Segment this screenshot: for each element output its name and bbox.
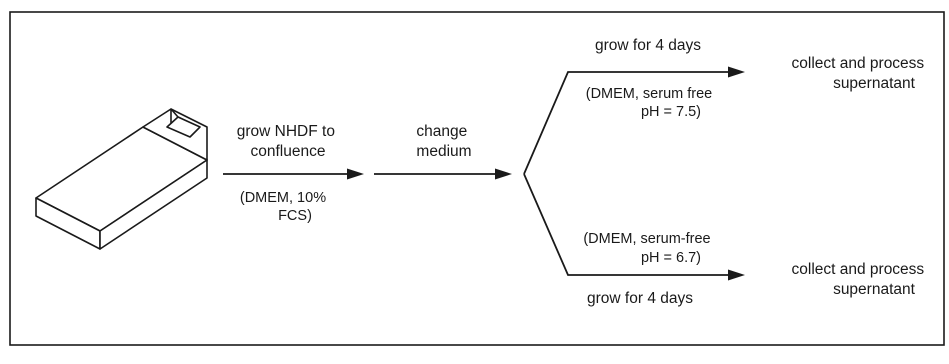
step1-note: (DMEM, 10% FCS) [240,190,330,224]
lower-branch-arrow [523,173,745,281]
lower-branch-result-line-1: collect and process [792,261,925,278]
lower-branch-note-line-2: pH = 6.7) [641,250,701,266]
step1-label: grow NHDF to confluence [237,123,340,160]
step2-label: change medium [416,123,471,160]
upper-branch-result: collect and process supernatant [792,55,929,92]
culture-flask-icon [35,108,208,250]
lower-branch-result: collect and process supernatant [792,261,929,298]
step1-note-line-2: FCS) [278,208,312,224]
lower-branch-result-line-2: supernatant [833,281,916,298]
upper-branch-note: (DMEM, serum free pH = 7.5) [586,86,717,120]
step1-note-line-1: (DMEM, 10% [240,190,326,206]
upper-branch-note-line-2: pH = 7.5) [641,104,701,120]
upper-branch-arrow [523,66,745,175]
step2-label-line-2: medium [416,143,471,160]
lower-branch-note: (DMEM, serum-free pH = 6.7) [583,231,714,266]
upper-branch-result-line-2: supernatant [833,75,916,92]
upper-branch-label: grow for 4 days [595,37,701,54]
step2-label-line-1: change [416,123,467,140]
step1-label-line-1: grow NHDF to [237,123,335,140]
step2-arrow [374,168,512,180]
upper-branch-note-line-1: (DMEM, serum free [586,86,713,102]
step1-label-line-2: confluence [251,143,326,160]
step1-arrow [223,168,364,180]
upper-branch-result-line-1: collect and process [792,55,925,72]
lower-branch-note-line-1: (DMEM, serum-free [583,231,710,247]
lower-branch-label: grow for 4 days [587,290,693,307]
